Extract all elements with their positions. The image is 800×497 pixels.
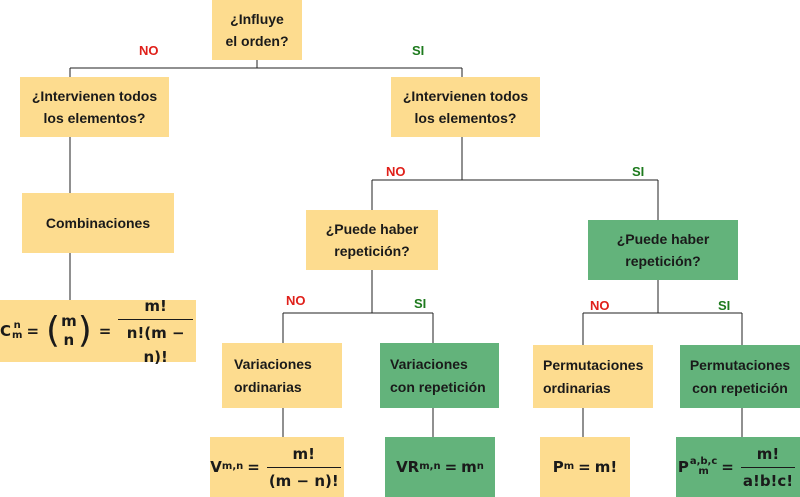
result-permutaciones-repeticion: Permutaciones con repetición [680, 345, 800, 408]
question-intervienen-left: ¿Intervienen todos los elementos? [20, 77, 169, 137]
result-combinaciones: Combinaciones [22, 193, 174, 253]
question-influye-orden: ¿Influye el orden? [212, 0, 302, 60]
result-variaciones-repeticion: Variaciones con repetición [380, 343, 499, 408]
edge-label-root-no: NO [139, 43, 159, 58]
edge-label-all-no: NO [386, 164, 406, 179]
question-repeticion-right: ¿Puede haber repetición? [588, 220, 738, 280]
edge-label-repl-no: NO [286, 293, 306, 308]
question-repeticion-left: ¿Puede haber repetición? [306, 210, 438, 270]
edge-label-all-si: SI [632, 164, 645, 179]
result-permutaciones-ordinarias: Permutaciones ordinarias [533, 345, 653, 408]
edge-label-repr-si: SI [718, 298, 731, 313]
edge-label-repr-no: NO [590, 298, 610, 313]
edge-label-repl-si: SI [414, 296, 427, 311]
result-variaciones-ordinarias: Variaciones ordinarias [222, 343, 342, 408]
question-intervienen-right: ¿Intervienen todos los elementos? [391, 77, 540, 137]
edge-label-root-si: SI [412, 43, 425, 58]
